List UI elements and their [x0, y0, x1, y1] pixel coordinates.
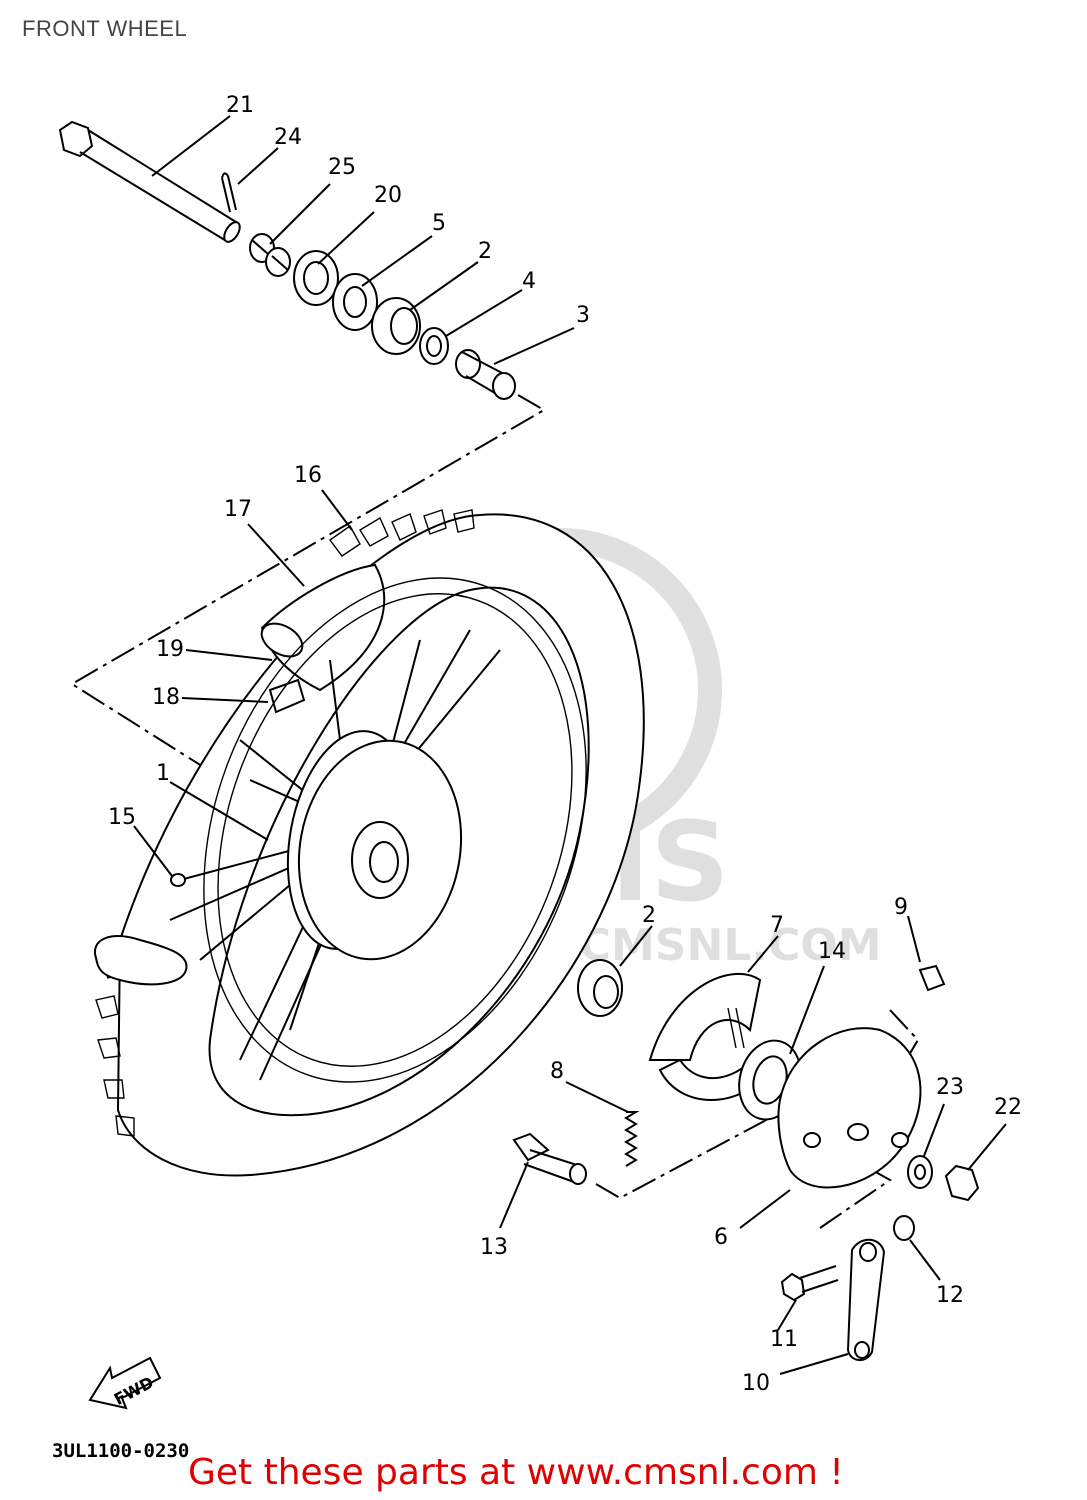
hub[interactable]	[272, 721, 478, 972]
inner-tube[interactable]	[256, 563, 386, 692]
callout-11: 11	[770, 1327, 798, 1352]
callout-6: 6	[714, 1225, 728, 1250]
callout-3: 3	[576, 303, 590, 328]
callout-17: 17	[224, 497, 252, 522]
camshaft-lever[interactable]	[846, 1238, 886, 1361]
front-axle[interactable]	[58, 120, 243, 245]
axle-nut[interactable]	[944, 1164, 980, 1202]
callout-25: 25	[328, 155, 356, 180]
promo-link[interactable]: Get these parts at www.cmsnl.com !	[188, 1452, 844, 1493]
fwd-arrow: FWD	[88, 1356, 162, 1410]
washer[interactable]	[907, 1155, 933, 1189]
callout-24: 24	[274, 125, 302, 150]
callout-22: 22	[994, 1095, 1022, 1120]
assembly-line-plate	[799, 1129, 892, 1229]
spoke-nipple[interactable]	[170, 873, 186, 887]
callout-2-lower: 2	[642, 903, 656, 928]
rim[interactable]	[137, 524, 653, 1136]
bearing-2-top[interactable]	[371, 297, 421, 355]
drawing-code: 3UL1100-0230	[52, 1440, 190, 1462]
callout-5: 5	[432, 211, 446, 236]
oil-seal[interactable]	[293, 250, 339, 306]
callout-labels: 21 24 25 20 5 2 4 3 16 17 19 18 1 15 2 7…	[108, 93, 1022, 1396]
bearing-5[interactable]	[332, 273, 378, 331]
callout-7: 7	[770, 913, 784, 938]
brake-shoe-plate[interactable]	[777, 1027, 922, 1189]
camshaft[interactable]	[512, 1132, 587, 1185]
callout-21: 21	[226, 93, 254, 118]
callout-8: 8	[550, 1059, 564, 1084]
callout-23: 23	[936, 1075, 964, 1100]
lever-nut[interactable]	[893, 1215, 915, 1241]
callout-2-top: 2	[478, 239, 492, 264]
callout-10: 10	[742, 1371, 770, 1396]
collar[interactable]	[249, 233, 291, 277]
callout-4: 4	[522, 269, 536, 294]
page-title: FRONT WHEEL	[22, 16, 188, 41]
valve-cap[interactable]	[268, 678, 306, 714]
callout-14: 14	[818, 939, 846, 964]
callout-15: 15	[108, 805, 136, 830]
callout-16: 16	[294, 463, 322, 488]
callout-12: 12	[936, 1283, 964, 1308]
bearing-2-lower[interactable]	[577, 959, 623, 1017]
spacer[interactable]	[455, 349, 516, 400]
brake-spring[interactable]	[624, 1111, 640, 1167]
callout-18: 18	[152, 685, 180, 710]
callout-20: 20	[374, 183, 402, 208]
assembly-line-hub	[595, 1117, 771, 1200]
callout-1: 1	[156, 761, 170, 786]
assembly-line-axle	[70, 394, 546, 829]
rubber-cap[interactable]	[918, 964, 946, 992]
leader-lines	[133, 115, 1007, 1375]
callout-13: 13	[480, 1235, 508, 1260]
circlip[interactable]	[419, 327, 449, 365]
lever-bolt[interactable]	[780, 1265, 839, 1302]
callout-9: 9	[894, 895, 908, 920]
cotter-pin[interactable]	[221, 172, 237, 213]
callout-19: 19	[156, 637, 184, 662]
